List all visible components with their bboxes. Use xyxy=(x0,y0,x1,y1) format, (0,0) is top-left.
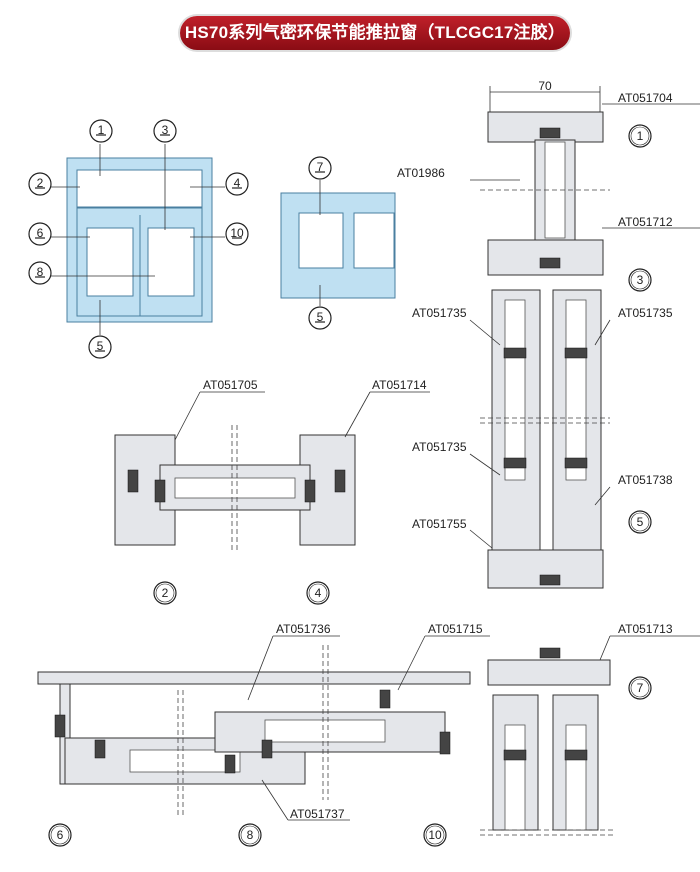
part-label: AT01986 xyxy=(397,166,445,180)
svg-text:7: 7 xyxy=(317,160,324,174)
svg-text:10: 10 xyxy=(230,226,244,240)
callout-4: 4 xyxy=(225,172,249,196)
callout-3: 3 xyxy=(153,119,177,143)
callout-6: 6 xyxy=(28,222,52,246)
part-label: AT051755 xyxy=(412,517,467,531)
section-marker-10: 10 xyxy=(423,823,447,847)
svg-text:3: 3 xyxy=(162,123,169,137)
part-label: AT051705 xyxy=(203,378,258,392)
svg-text:2: 2 xyxy=(162,586,169,600)
svg-text:5: 5 xyxy=(637,515,644,529)
part-label: AT051735 xyxy=(412,306,467,320)
section-marker-8: 8 xyxy=(238,823,262,847)
part-label: AT051713 xyxy=(618,622,673,636)
elevation-window-2 xyxy=(280,180,396,306)
page-title: HS70系列气密环保节能推拉窗（TLCGC17注胶）节点图 xyxy=(180,16,570,76)
dimension-70: 70 xyxy=(538,79,552,93)
elevation-window-1 xyxy=(30,144,225,335)
svg-text:8: 8 xyxy=(37,265,44,279)
svg-text:3: 3 xyxy=(637,273,644,287)
part-label: AT051714 xyxy=(372,378,427,392)
callout-8: 8 xyxy=(28,261,52,285)
section-marker-7: 7 xyxy=(628,676,652,700)
section-marker-3: 3 xyxy=(628,268,652,292)
svg-text:2: 2 xyxy=(37,176,44,190)
callout-10: 10 xyxy=(225,222,249,246)
svg-text:6: 6 xyxy=(37,226,44,240)
part-label: AT051737 xyxy=(290,807,345,821)
svg-text:5: 5 xyxy=(97,339,104,353)
callout-1: 1 xyxy=(89,119,113,143)
section-marker-1: 1 xyxy=(628,124,652,148)
horizontal-section-6-8-10 xyxy=(37,635,490,821)
part-label: AT051736 xyxy=(276,622,331,636)
part-label: AT051712 xyxy=(618,215,673,229)
callout-5: 5 xyxy=(308,306,332,330)
svg-text:5: 5 xyxy=(317,310,324,324)
vertical-section-7 xyxy=(480,635,700,836)
svg-text:10: 10 xyxy=(428,828,442,842)
callout-5: 5 xyxy=(88,335,112,359)
svg-text:1: 1 xyxy=(98,123,105,137)
part-label: AT051704 xyxy=(618,91,673,105)
part-label: AT051738 xyxy=(618,473,673,487)
section-marker-5: 5 xyxy=(628,510,652,534)
part-label: AT051715 xyxy=(428,622,483,636)
section-marker-6: 6 xyxy=(48,823,72,847)
svg-text:1: 1 xyxy=(637,129,644,143)
vertical-section-1-3-5 xyxy=(469,86,700,589)
svg-text:4: 4 xyxy=(315,586,322,600)
svg-text:6: 6 xyxy=(57,828,64,842)
svg-text:8: 8 xyxy=(247,828,254,842)
callout-2: 2 xyxy=(28,172,52,196)
svg-text:4: 4 xyxy=(234,176,241,190)
section-marker-2: 2 xyxy=(153,581,177,605)
part-label: AT051735 xyxy=(412,440,467,454)
horizontal-section-2-4 xyxy=(114,391,430,550)
svg-text:7: 7 xyxy=(637,681,644,695)
callout-7: 7 xyxy=(308,156,332,180)
part-label: AT051735 xyxy=(618,306,673,320)
section-marker-4: 4 xyxy=(306,581,330,605)
